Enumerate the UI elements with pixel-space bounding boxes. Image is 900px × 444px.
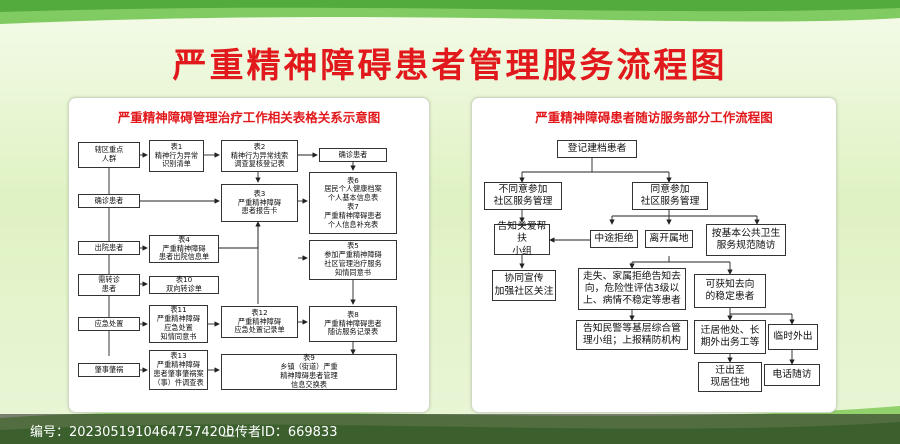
emergency-node: 应急处置	[78, 317, 140, 331]
key-population-label: 辖区重点 人群	[94, 145, 124, 163]
referral-patient-node: 需转诊 患者	[78, 274, 140, 296]
form-6-7-label: 表6 居民个人健康档案 个人基本信息表 表7 严重精神障碍患者 个人信息补充表	[324, 175, 382, 229]
right-panel: 严重精神障碍患者随访服务部分工作流程图	[471, 97, 837, 413]
inform-care-group-label: 告知关爱帮扶 小组	[497, 221, 547, 257]
agree-label: 同意参加 社区服务管理	[640, 183, 700, 207]
emergency-label: 应急处置	[94, 318, 124, 328]
confirmed-patient-top-node: 确诊患者	[319, 148, 387, 162]
main-title: 严重精神障碍患者管理服务流程图	[172, 46, 728, 86]
midway-refusal-label: 中途拒绝	[594, 232, 634, 244]
disagree-node: 不同意参加 社区服务管理	[484, 182, 562, 210]
confirmed-patient-node: 确诊患者	[78, 194, 140, 208]
form-9-label: 表9 乡镇（街道）严重 精神障碍患者管理 信息交换表	[280, 353, 338, 389]
watermark-uploader: 上传者ID：669833	[222, 425, 338, 440]
form-6-7-node: 表6 居民个人健康档案 个人基本信息表 表7 严重精神障碍患者 个人信息补充表	[309, 172, 397, 234]
stable-patient-node: 可获知去向 的稳定患者	[694, 274, 766, 308]
form-11-label: 表11 严重精神障碍 应急处置 知情同意书	[156, 305, 201, 341]
midway-refusal-node: 中途拒绝	[590, 230, 638, 248]
form-2-label: 表2 精神行为异常线索 调查复核登记表	[230, 141, 289, 169]
form-9-node: 表9 乡镇（街道）严重 精神障碍患者管理 信息交换表	[221, 354, 397, 390]
registered-patient-label: 登记建档患者	[567, 142, 627, 154]
form-3-label: 表3 严重精神障碍 患者报告卡	[237, 188, 282, 216]
left-panel: 严重精神障碍管理治疗工作相关表格关系示意图	[68, 97, 430, 413]
leave-area-label: 离开属地	[649, 232, 689, 244]
left-panel-title: 严重精神障碍管理治疗工作相关表格关系示意图	[117, 110, 381, 125]
incident-node: 肇事肇祸	[78, 363, 140, 377]
temporary-leave-node: 临时外出	[768, 324, 818, 350]
temporary-leave-label: 临时外出	[773, 330, 813, 342]
incident-label: 肇事肇祸	[94, 364, 124, 374]
agree-node: 同意参加 社区服务管理	[632, 182, 708, 210]
relocate-node: 迁居他处、长 期外出务工等	[694, 320, 766, 354]
publicize-node: 协同宣传 加强社区关注	[492, 270, 556, 301]
basic-followup-node: 按基本公共卫生 服务规范随访	[706, 224, 786, 256]
lost-patient-node: 走失、家属拒绝告知去 向，危险性评估3级以 上、病情不稳定等患者	[578, 268, 686, 310]
form-5-node: 表5 参加严重精神障碍 社区管理治疗服务 知情同意书	[309, 240, 397, 280]
key-population-node: 辖区重点 人群	[78, 142, 140, 168]
leave-area-node: 离开属地	[645, 230, 693, 248]
discharged-patient-label: 出院患者	[94, 242, 124, 252]
discharged-patient-node: 出院患者	[78, 241, 140, 255]
form-13-node: 表13 严重精神障碍 患者肇事肇祸案 （事）件调查表	[149, 350, 208, 390]
lost-patient-label: 走失、家属拒绝告知去 向，危险性评估3级以 上、病情不稳定等患者	[583, 270, 681, 307]
form-3-node: 表3 严重精神障碍 患者报告卡	[221, 184, 298, 222]
inform-police-node: 告知民警等基层综合管 理小组；上报精防机构	[576, 320, 688, 350]
publicize-label: 协同宣传 加强社区关注	[494, 273, 554, 297]
form-8-label: 表8 严重精神障碍患者 随访服务记录表	[324, 309, 382, 337]
form-1-node: 表1 精神行为异常 识别清单	[149, 140, 204, 172]
confirmed-patient-top-label: 确诊患者	[338, 149, 368, 159]
form-4-label: 表4 严重精神障碍 患者出院信息单	[158, 234, 210, 262]
relocate-label: 迁居他处、长 期外出务工等	[700, 324, 760, 348]
form-1-label: 表1 精神行为异常 识别清单	[154, 141, 199, 169]
stable-patient-label: 可获知去向 的稳定患者	[705, 278, 755, 302]
form-5-label: 表5 参加严重精神障碍 社区管理治疗服务 知情同意书	[324, 241, 382, 277]
confirmed-patient-label: 确诊患者	[94, 195, 124, 205]
form-8-node: 表8 严重精神障碍患者 随访服务记录表	[309, 306, 397, 342]
form-11-node: 表11 严重精神障碍 应急处置 知情同意书	[149, 305, 208, 343]
form-12-node: 表12 严重精神障碍 应急处置记录单	[221, 306, 298, 338]
watermark-code: 编号：20230519104647574200	[30, 425, 235, 440]
disagree-label: 不同意参加 社区服务管理	[493, 183, 553, 207]
form-4-node: 表4 严重精神障碍 患者出院信息单	[149, 235, 219, 263]
watermark-bar: 编号：20230519104647574200 上传者ID：669833	[0, 414, 900, 444]
move-residence-label: 迁出至 现居住地	[710, 364, 750, 388]
basic-followup-label: 按基本公共卫生 服务规范随访	[711, 227, 781, 251]
form-13-label: 表13 严重精神障碍 患者肇事肇祸案 （事）件调查表	[153, 351, 204, 387]
form-2-node: 表2 精神行为异常线索 调查复核登记表	[221, 140, 298, 172]
phone-followup-node: 电话随访	[764, 364, 820, 386]
phone-followup-label: 电话随访	[772, 368, 812, 380]
right-panel-title: 严重精神障碍患者随访服务部分工作流程图	[535, 110, 773, 125]
referral-patient-label: 需转诊 患者	[98, 275, 120, 293]
move-residence-node: 迁出至 现居住地	[698, 362, 762, 392]
registered-patient-node: 登记建档患者	[557, 140, 637, 158]
inform-police-label: 告知民警等基层综合管 理小组；上报精防机构	[583, 322, 681, 346]
inform-care-group-node: 告知关爱帮扶 小组	[494, 221, 550, 257]
form-12-label: 表12 严重精神障碍 应急处置记录单	[234, 307, 285, 335]
form-10-node: 表10 双向转诊单	[149, 275, 219, 294]
form-10-label: 表10 双向转诊单	[166, 275, 202, 293]
